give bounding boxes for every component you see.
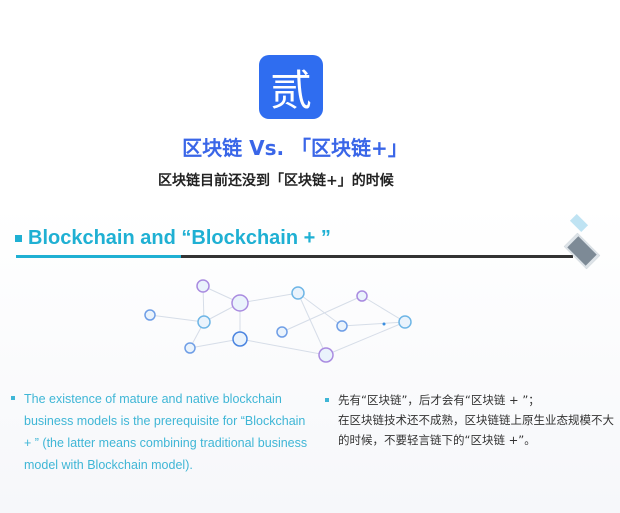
slide-heading: Blockchain and “Blockchain + ” — [15, 227, 331, 250]
network-link — [297, 292, 327, 356]
network-link — [189, 338, 241, 349]
network-link — [239, 292, 299, 304]
network-node — [291, 286, 305, 300]
network-link — [325, 321, 406, 356]
heading-underline — [181, 255, 573, 258]
network-node — [231, 294, 249, 312]
bullet-icon — [11, 396, 15, 400]
chinese-point: 先有“区块链”，后才会有“区块链 + ”； 在区块链技术还不成熟，区块链链上原生… — [325, 390, 618, 450]
network-node — [276, 326, 288, 338]
network-link — [149, 314, 205, 323]
network-node — [398, 315, 412, 329]
slide-heading-text: Blockchain and “Blockchain + ” — [28, 227, 331, 249]
network-node — [197, 315, 211, 329]
blockchain-network-illustration — [144, 279, 412, 363]
english-point: The existence of mature and native block… — [11, 388, 314, 476]
chinese-point-line: 在区块链技术还不成熟，区块链链上原生业态规模不大的时候，不要轻言链下的“区块链 … — [338, 413, 614, 447]
network-dot — [382, 322, 386, 326]
network-node — [184, 342, 196, 354]
network-node — [336, 320, 348, 332]
network-link — [239, 338, 327, 356]
network-node — [144, 309, 156, 321]
network-node — [356, 290, 368, 302]
network-node — [232, 331, 248, 347]
network-node — [196, 279, 210, 293]
chapter-badge: 贰 — [259, 55, 323, 119]
network-link — [281, 295, 363, 333]
bullet-icon — [15, 235, 22, 243]
bullet-icon — [325, 398, 329, 402]
slide-image: Blockchain and “Blockchain + ” The exist… — [0, 205, 620, 513]
chinese-point-line: 先有“区块链”，后才会有“区块链 + ”； — [338, 393, 540, 407]
section-title: 区块链 Vs. 「区块链+」 — [182, 136, 408, 160]
section-subtitle: 区块链目前还没到「区块链+」的时候 — [158, 173, 394, 189]
network-link — [341, 321, 406, 327]
network-link — [297, 292, 343, 327]
network-node — [318, 347, 334, 363]
heading-underline-accent — [16, 255, 181, 258]
network-link — [361, 295, 406, 323]
english-point-text: The existence of mature and native block… — [24, 392, 308, 472]
